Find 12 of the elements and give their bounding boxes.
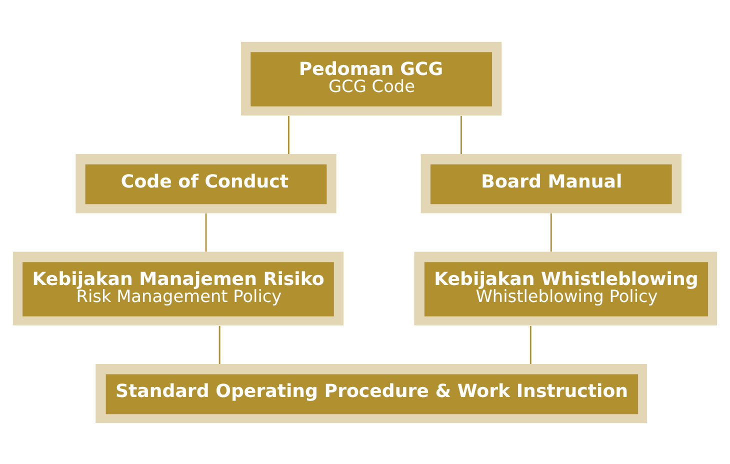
connector — [550, 212, 552, 252]
connector — [530, 325, 532, 364]
node-box: Kebijakan Manajemen Risiko Risk Management Policy — [12, 251, 344, 325]
node-box: Pedoman GCG GCG Code — [241, 41, 502, 115]
connector — [205, 212, 207, 252]
connector — [218, 325, 220, 364]
node-box: Standard Operating Procedure & Work Instruction — [96, 364, 648, 423]
node-box: Code of Conduct — [76, 154, 336, 213]
node-box: Kebijakan Whistleblowing Whistleblowing Policy — [414, 251, 718, 325]
node-box: Board Manual — [420, 154, 682, 213]
connector — [460, 115, 462, 154]
connector — [288, 115, 290, 154]
